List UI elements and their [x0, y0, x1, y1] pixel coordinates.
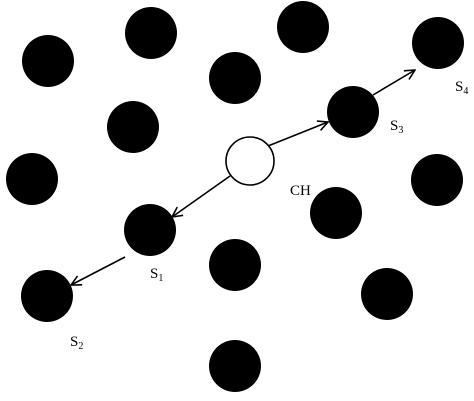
- s3-label: S3: [390, 118, 403, 136]
- link-s1-to-s2: [71, 256, 126, 285]
- sensor-node-s4: [412, 17, 464, 69]
- sensor-node: [209, 340, 261, 392]
- sensor-node-s1: [124, 204, 176, 256]
- link-ch-to-s3: [267, 122, 328, 147]
- sensor-node: [125, 7, 177, 59]
- cluster-head-node: [225, 136, 275, 186]
- sensor-node: [361, 268, 413, 320]
- sensor-node: [22, 35, 74, 87]
- sensor-node: [6, 153, 58, 205]
- sensor-node: [209, 52, 261, 104]
- sensor-node: [310, 187, 362, 239]
- sensor-node-s3: [327, 86, 379, 138]
- sensor-node: [209, 239, 261, 291]
- cluster-head-label: CH: [290, 183, 311, 199]
- sensor-node: [277, 1, 329, 53]
- sensor-node-s2: [21, 270, 73, 322]
- s1-label: S1: [150, 266, 163, 284]
- s2-label: S2: [70, 334, 83, 352]
- s4-label: S4: [455, 79, 468, 97]
- link-s3-to-s4: [372, 70, 415, 96]
- sensor-node: [411, 154, 463, 206]
- link-ch-to-s1: [172, 175, 231, 217]
- sensor-node: [107, 101, 159, 153]
